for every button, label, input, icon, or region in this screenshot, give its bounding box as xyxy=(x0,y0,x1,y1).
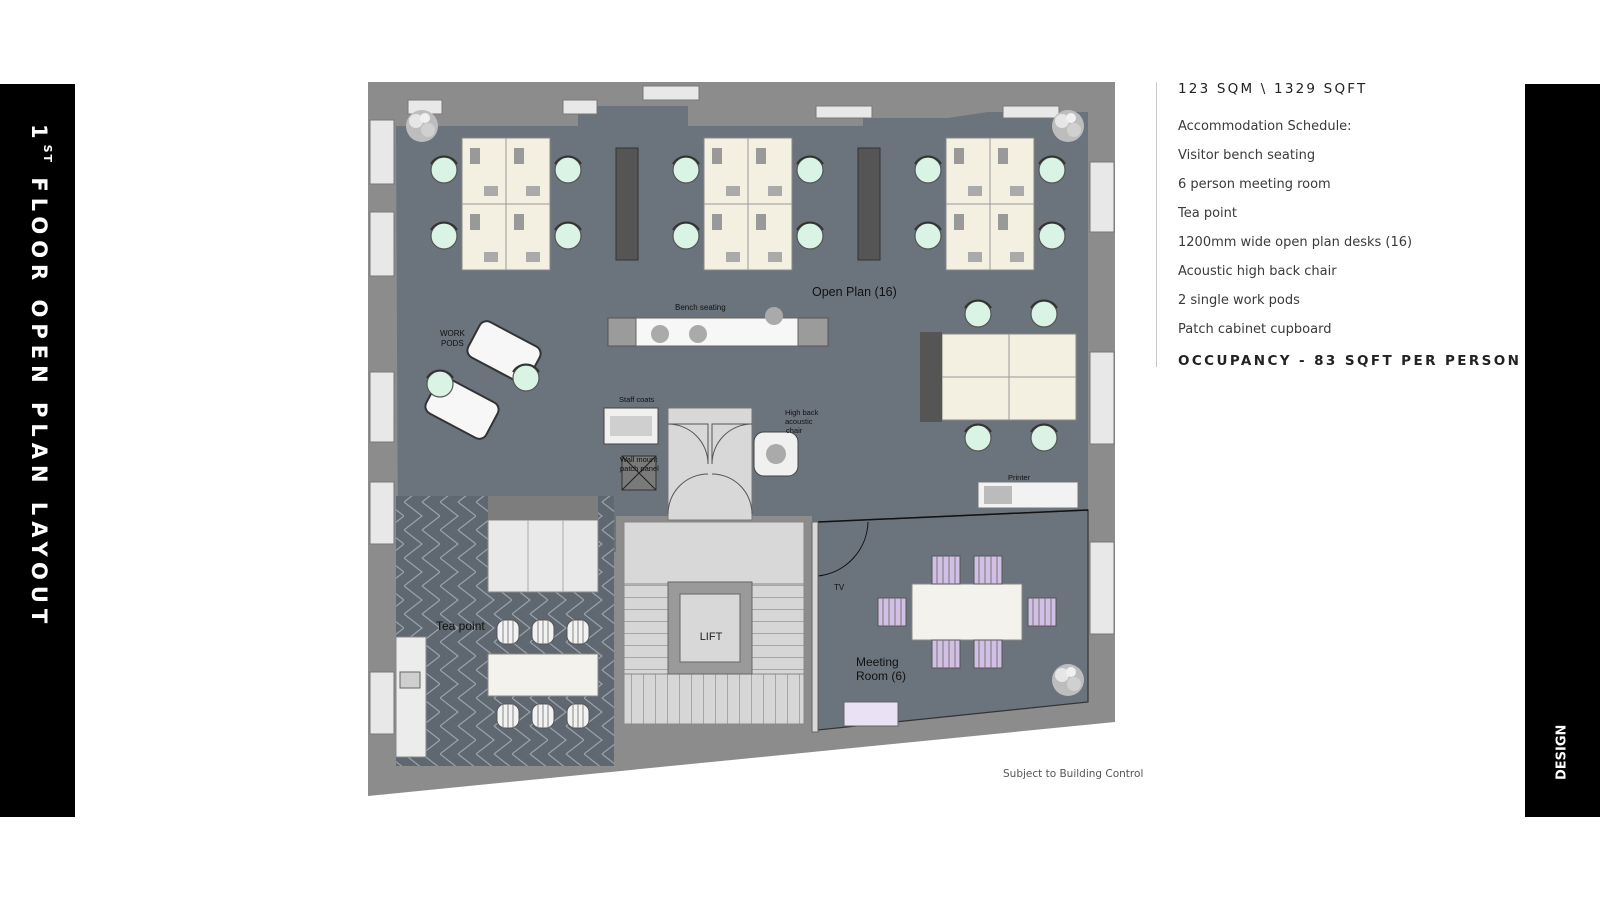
label-open-plan: Open Plan (16) xyxy=(812,285,897,299)
label-high-back-1: High back xyxy=(785,408,819,417)
label-wall-mount-1: Wall mount xyxy=(620,455,658,464)
schedule-item: 1200mm wide open plan desks (16) xyxy=(1178,235,1413,250)
title-text: FLOOR OPEN PLAN LAYOUT xyxy=(27,164,51,630)
section-label: DESIGN xyxy=(1554,724,1570,780)
schedule-heading: Accommodation Schedule: xyxy=(1178,119,1352,134)
tea-table xyxy=(487,653,599,697)
label-staff-coats: Staff coats xyxy=(619,395,655,404)
title-ordinal-suffix: ST xyxy=(41,144,54,165)
area-heading: 123 SQM \ 1329 SQFT xyxy=(1178,81,1368,97)
lobby xyxy=(667,407,753,521)
schedule-item: 2 single work pods xyxy=(1178,293,1300,308)
title-ordinal: 1 xyxy=(27,124,51,145)
label-high-back-2: acoustic xyxy=(785,417,813,426)
label-meeting-1: Meeting xyxy=(856,655,899,669)
label-work-pods-1: WORK xyxy=(440,329,466,338)
floor-plan-drawing: Open Plan (16) Bench seating WORK PODS S… xyxy=(368,82,1115,796)
label-tea-point: Tea point xyxy=(436,619,485,633)
schedule-item: Tea point xyxy=(1178,206,1237,221)
floor-plan: Open Plan (16) Bench seating WORK PODS S… xyxy=(368,82,1132,816)
label-lift: LIFT xyxy=(700,631,723,643)
desk-cluster-2 xyxy=(703,137,793,271)
schedule-item: Visitor bench seating xyxy=(1178,148,1316,163)
schedule-item: Acoustic high back chair xyxy=(1178,264,1337,279)
occupancy-heading: OCCUPANCY - 83 SQFT PER PERSON xyxy=(1178,353,1522,369)
schedule-item: 6 person meeting room xyxy=(1178,177,1331,192)
label-printer: Printer xyxy=(1008,473,1031,482)
label-wall-mount-2: patch panel xyxy=(620,464,659,473)
meeting-table xyxy=(911,583,1023,641)
left-title-bar xyxy=(0,84,75,817)
footnote: Subject to Building Control xyxy=(1003,768,1144,780)
label-tv: TV xyxy=(834,583,845,592)
schedule-item: Patch cabinet cupboard xyxy=(1178,322,1332,337)
label-work-pods-2: PODS xyxy=(441,339,464,348)
desk-cluster-1 xyxy=(461,137,551,271)
label-meeting-2: Room (6) xyxy=(856,669,906,683)
desk-cluster-3 xyxy=(945,137,1035,271)
right-section-bar xyxy=(1525,84,1600,817)
label-high-back-3: chair xyxy=(786,426,803,435)
page-title: 1ST FLOOR OPEN PLAN LAYOUT xyxy=(24,124,54,629)
tea-counter xyxy=(487,519,599,593)
lift xyxy=(679,593,741,663)
label-bench-seating: Bench seating xyxy=(675,303,726,312)
info-divider xyxy=(1156,82,1157,367)
